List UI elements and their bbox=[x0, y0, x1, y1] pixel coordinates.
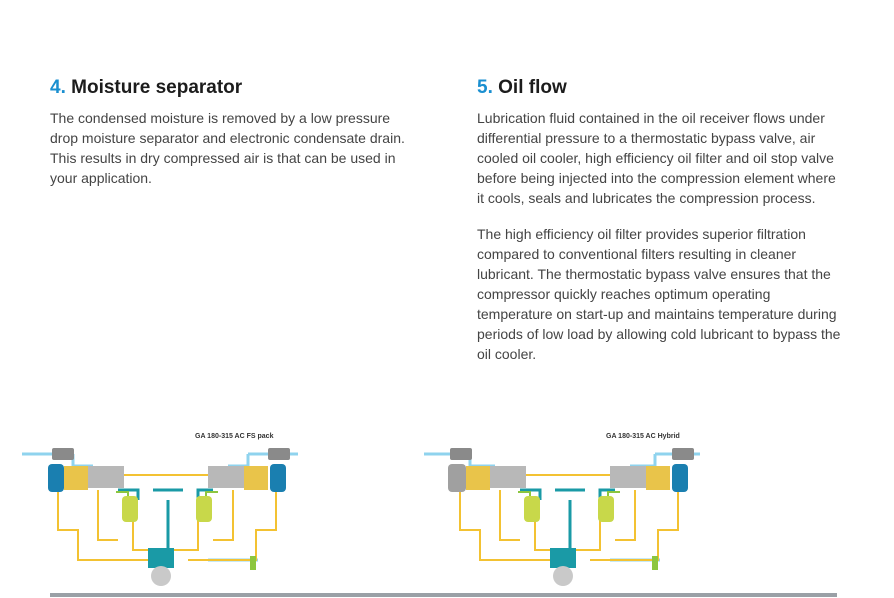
section-title: Oil flow bbox=[498, 77, 567, 98]
section-moisture-separator: 4. Moisture separator The condensed mois… bbox=[50, 76, 420, 204]
flow-schematic-illustration bbox=[22, 448, 298, 586]
section-number: 5. bbox=[477, 77, 493, 98]
section-number: 4. bbox=[50, 77, 66, 98]
section-paragraph: The high efficiency oil filter provides … bbox=[477, 226, 841, 362]
section-paragraph: The condensed moisture is removed by a l… bbox=[50, 110, 405, 186]
diagram-title: GA 180-315 AC Hybrid bbox=[606, 433, 680, 440]
bottom-divider bbox=[50, 593, 837, 597]
section-heading: 4. Moisture separator bbox=[50, 76, 420, 100]
diagram-hybrid: GA 180-315 AC Hybrid bbox=[420, 430, 720, 590]
diagram-title: GA 180-315 AC FS pack bbox=[195, 433, 274, 440]
section-paragraph: Lubrication fluid contained in the oil r… bbox=[477, 110, 836, 206]
diagram-fs-pack: GA 180-315 AC FS pack bbox=[18, 430, 318, 590]
section-heading: 5. Oil flow bbox=[477, 76, 842, 100]
section-oil-flow: 5. Oil flow Lubrication fluid contained … bbox=[477, 76, 842, 380]
flow-schematic-illustration bbox=[424, 448, 700, 586]
section-title: Moisture separator bbox=[71, 77, 243, 98]
